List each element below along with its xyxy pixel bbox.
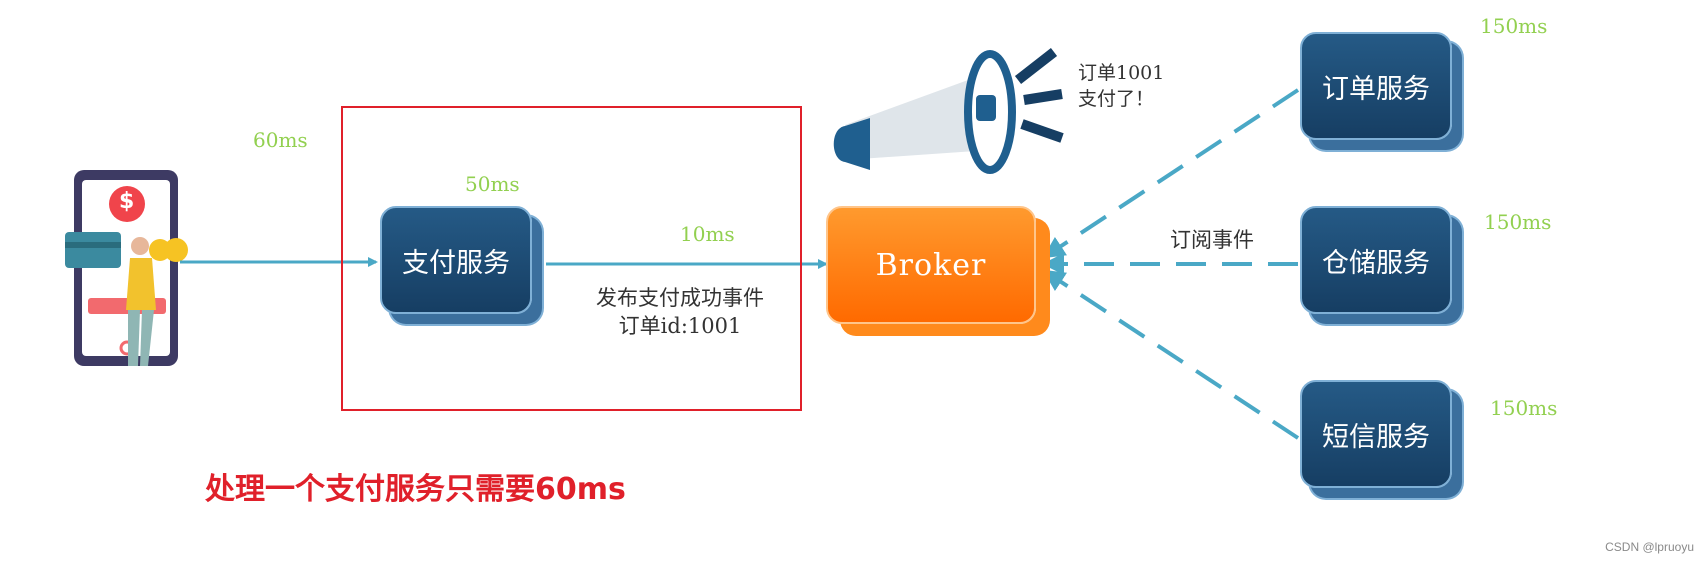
publish-event-line2: 订单id:1001 <box>618 314 742 338</box>
broker-label: Broker <box>875 247 987 283</box>
announcement-line1: 订单1001 <box>1078 62 1165 84</box>
coin-icon <box>164 238 188 262</box>
sms-service-timing: 150ms <box>1490 396 1558 420</box>
headline: 处理一个支付服务只需要60ms <box>205 472 626 507</box>
watermark: CSDN @lpruoyu <box>1605 540 1694 554</box>
client-to-payment-timing: 60ms <box>253 128 308 152</box>
client-illustration <box>65 170 188 366</box>
currency-symbol: $ <box>119 189 135 214</box>
payment-service-node: 支付服务 <box>380 206 532 314</box>
storage-service-timing: 150ms <box>1484 210 1552 234</box>
payment-to-broker-timing: 10ms <box>680 222 735 246</box>
announcement-text: 订单1001 支付了！ <box>1078 60 1164 112</box>
sms-subscribe-arrow <box>1042 269 1300 440</box>
order-service-node: 订单服务 <box>1300 32 1452 140</box>
subscribe-event-label: 订阅事件 <box>1170 228 1254 252</box>
person-leg <box>128 310 140 366</box>
sms-service-label: 短信服务 <box>1322 421 1430 453</box>
order-service-timing: 150ms <box>1480 14 1548 38</box>
publish-event-note: 发布支付成功事件 订单id:1001 <box>580 284 780 340</box>
publish-event-line1: 发布支付成功事件 <box>596 286 764 310</box>
broker-node: Broker <box>826 206 1036 324</box>
order-subscribe-arrow <box>1042 88 1300 259</box>
megaphone-icon <box>833 48 1064 174</box>
person-body <box>126 258 156 310</box>
credit-card-icon <box>65 232 121 268</box>
payment-service-label: 支付服务 <box>402 247 510 279</box>
card-stripe <box>65 242 121 248</box>
person-head <box>131 237 149 255</box>
storage-service-label: 仓储服务 <box>1322 247 1430 279</box>
sms-service-node: 短信服务 <box>1300 380 1452 488</box>
announcement-line2: 支付了！ <box>1078 88 1155 110</box>
person-leg <box>140 310 154 366</box>
storage-service-node: 仓储服务 <box>1300 206 1452 314</box>
payment-scope-box <box>341 106 802 411</box>
currency-icon <box>109 186 145 222</box>
order-service-label: 订单服务 <box>1322 73 1430 105</box>
payment-service-timing: 50ms <box>465 172 520 196</box>
